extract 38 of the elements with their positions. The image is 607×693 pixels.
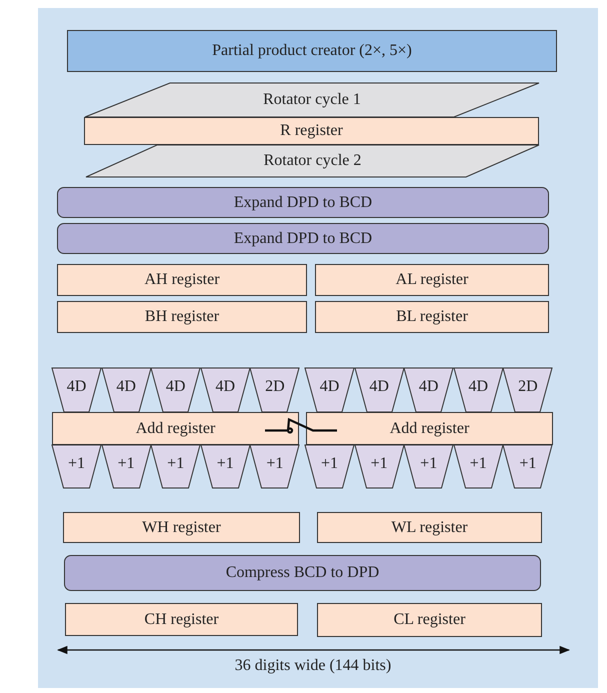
register-box: BL register: [315, 301, 549, 333]
digit-trapezoid: 4D: [404, 368, 454, 412]
converter-box: Expand DPD to BCD: [57, 223, 549, 254]
incrementer-trapezoid: +1: [151, 445, 200, 488]
register-box: AL register: [315, 264, 549, 296]
register-box: Add register: [306, 412, 553, 445]
register-box: Add register: [52, 412, 299, 445]
register-box: AH register: [57, 264, 307, 296]
register-box: WL register: [317, 512, 542, 543]
incrementer-trapezoid: +1: [102, 445, 151, 488]
digit-trapezoid: 4D: [305, 368, 354, 412]
incrementer-trapezoid: +1: [52, 445, 101, 488]
incrementer-trapezoid: +1: [404, 445, 454, 488]
converter-box: Compress BCD to DPD: [64, 555, 541, 591]
digit-trapezoid: 4D: [354, 368, 404, 412]
register-box: R register: [84, 117, 539, 145]
register-box: BH register: [57, 301, 307, 333]
rotator-parallelogram: Rotator cycle 1: [85, 83, 539, 117]
digit-trapezoid: 4D: [200, 368, 250, 412]
process-box: Partial product creator (2×, 5×): [67, 30, 557, 72]
incrementer-trapezoid: +1: [503, 445, 552, 488]
incrementer-trapezoid: +1: [250, 445, 300, 488]
digit-trapezoid: 2D: [250, 368, 300, 412]
register-box: CL register: [317, 603, 542, 637]
incrementer-trapezoid: +1: [305, 445, 354, 488]
incrementer-trapezoid: +1: [354, 445, 404, 488]
register-box: CH register: [65, 603, 298, 636]
digit-trapezoid: 4D: [102, 368, 151, 412]
register-box: WH register: [63, 512, 300, 543]
incrementer-trapezoid: +1: [200, 445, 250, 488]
digit-trapezoid: 4D: [151, 368, 200, 412]
rotator-parallelogram: Rotator cycle 2: [86, 145, 539, 177]
digit-trapezoid: 4D: [52, 368, 101, 412]
converter-box: Expand DPD to BCD: [57, 187, 549, 218]
dimension-label: 36 digits wide (144 bits): [234, 657, 392, 675]
digit-trapezoid: 2D: [503, 368, 552, 412]
incrementer-trapezoid: +1: [454, 445, 503, 488]
digit-trapezoid: 4D: [454, 368, 503, 412]
